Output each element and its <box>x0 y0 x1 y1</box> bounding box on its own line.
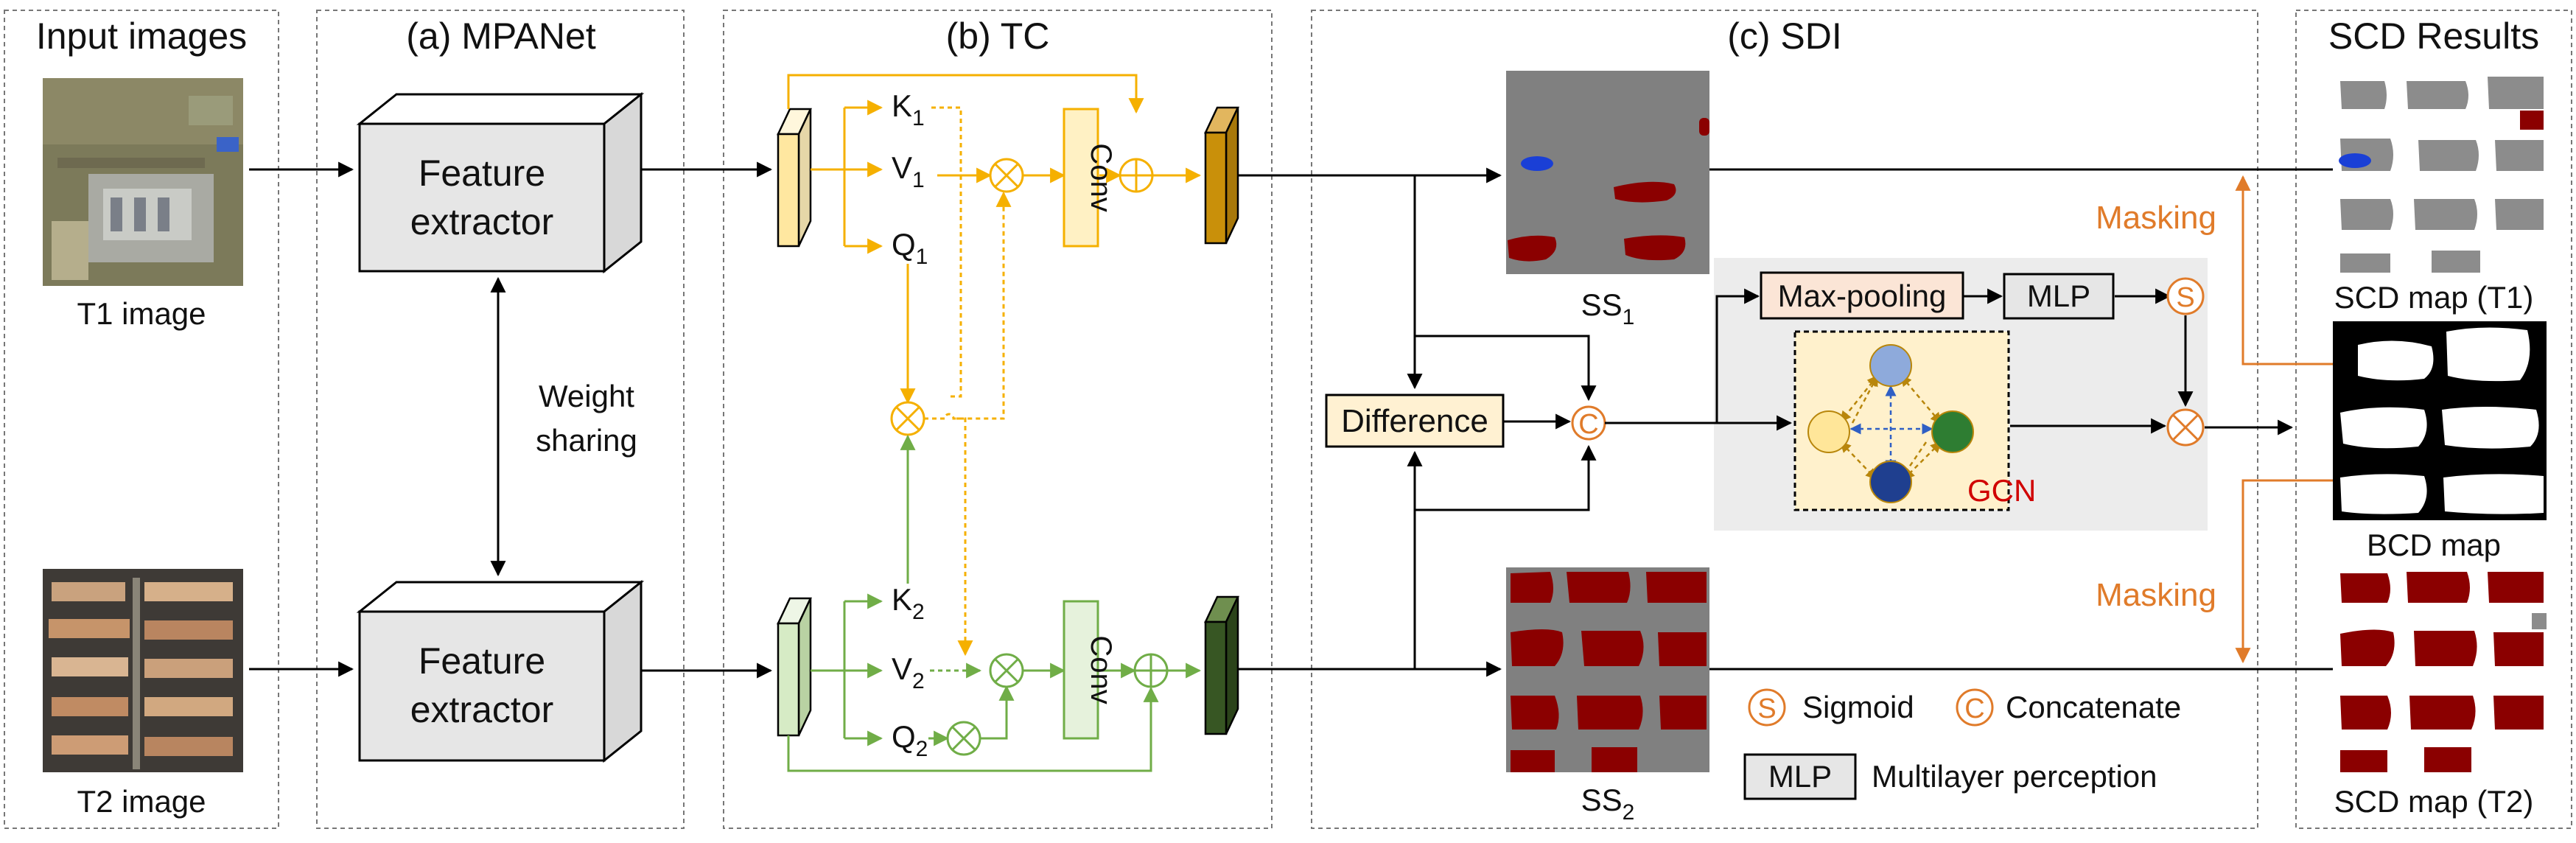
extractor-bottom-line1: Feature <box>419 640 545 682</box>
feature-map-top-output <box>1204 106 1239 245</box>
input-panel-frame <box>4 10 279 829</box>
bottom-to-concat-arrow <box>1415 444 1597 511</box>
legend-concat-label: Concatenate <box>2006 690 2181 724</box>
results-panel-title: SCD Results <box>2328 15 2539 57</box>
legend-mlp-symbol: MLP <box>1768 759 1832 794</box>
scd-map-t2-label: SCD map (T2) <box>2334 784 2534 819</box>
weight-sharing-line2: sharing <box>536 423 637 458</box>
attention-to-v2-dashed <box>956 417 973 657</box>
ss2-map <box>1506 567 1709 772</box>
feature-map-bottom-input <box>777 597 812 737</box>
results-panel-frame <box>2295 10 2572 829</box>
conv-top-block <box>1063 108 1099 248</box>
masking-top-arrow <box>2235 175 2333 365</box>
masking-top-label: Masking <box>2096 200 2216 236</box>
ss1-map <box>1506 71 1709 274</box>
legend-concat-symbol: C <box>1964 693 1984 724</box>
q1-label: Q1 <box>892 227 928 269</box>
difference-label: Difference <box>1341 403 1488 439</box>
feature-extractor-bottom <box>356 579 645 763</box>
t1-image-label: T1 image <box>77 296 206 331</box>
maxpool-block <box>1760 271 1964 320</box>
gcn-label: GCN <box>1967 473 2036 508</box>
difference-block <box>1325 393 1505 448</box>
sdi-panel-title: (c) SDI <box>1727 15 1842 57</box>
v1-label: V1 <box>892 150 925 192</box>
ss1-label: SS1 <box>1581 287 1635 329</box>
scd-map-t2 <box>2333 567 2547 772</box>
legend-mlp-label: Multilayer perception <box>1872 759 2157 794</box>
q2-label: Q2 <box>892 719 928 761</box>
feature-extractor-top <box>356 91 645 274</box>
t1-image <box>43 78 243 286</box>
input-panel-title: Input images <box>36 15 247 57</box>
masking-bottom-arrow <box>2235 479 2333 664</box>
concat-to-maxpool-arrow <box>1715 288 1760 423</box>
extractor-top-line2: extractor <box>410 201 554 242</box>
gcn-graph <box>1807 344 1974 503</box>
legend-mlp-box <box>1743 753 1857 800</box>
extractor-top-line1: Feature <box>419 153 545 194</box>
sigmoid-symbol: S <box>2176 282 2194 313</box>
k1-label: K1 <box>892 88 925 130</box>
extractor-bottom-line2: extractor <box>410 689 554 730</box>
tc-panel-title: (b) TC <box>946 15 1050 57</box>
legend-sigmoid-label: Sigmoid <box>1802 690 1914 724</box>
ss2-label: SS2 <box>1581 783 1635 825</box>
maxpool-label: Max-pooling <box>1778 279 1947 313</box>
scd-map-t1 <box>2333 74 2547 273</box>
t2-image <box>43 569 243 772</box>
v2-label: V2 <box>892 651 925 693</box>
k1-dashed-path <box>931 106 962 398</box>
tc-panel-frame <box>723 10 1273 829</box>
conv-top-label: Conv <box>1085 143 1117 211</box>
t2-image-label: T2 image <box>77 784 206 819</box>
masking-bottom-label: Masking <box>2096 577 2216 613</box>
legend-concat-icon <box>1956 688 1994 727</box>
scd-map-t1-label: SCD map (T1) <box>2334 280 2534 315</box>
feature-map-bottom-output <box>1204 595 1239 735</box>
conv-bottom-label: Conv <box>1085 635 1117 704</box>
weight-sharing-line1: Weight <box>539 379 634 413</box>
bcd-map <box>2333 321 2547 520</box>
legend-sigmoid-icon <box>1748 688 1786 727</box>
k2-label: K2 <box>892 582 925 624</box>
mlp-block <box>2003 273 2115 320</box>
legend-sigmoid-symbol: S <box>1757 693 1776 724</box>
mpanet-panel-title: (a) MPANet <box>406 15 596 57</box>
residual-bottom-path <box>787 686 1159 772</box>
concat-symbol: C <box>1578 409 1598 440</box>
bcd-map-label: BCD map <box>2367 528 2501 562</box>
sigmoid-icon <box>2166 277 2205 315</box>
mlp-label: MLP <box>2027 279 2090 313</box>
attention-to-mul-top-dashed <box>924 191 1012 420</box>
residual-top-path <box>787 74 1144 114</box>
panel-frames <box>4 10 2572 829</box>
feature-map-top-input <box>777 108 812 248</box>
conv-bottom-block <box>1063 600 1099 740</box>
sdi-panel-frame <box>1311 10 2258 829</box>
top-to-concat-arrow <box>1415 335 1597 402</box>
mul-q2-up-arrow <box>980 685 1015 740</box>
